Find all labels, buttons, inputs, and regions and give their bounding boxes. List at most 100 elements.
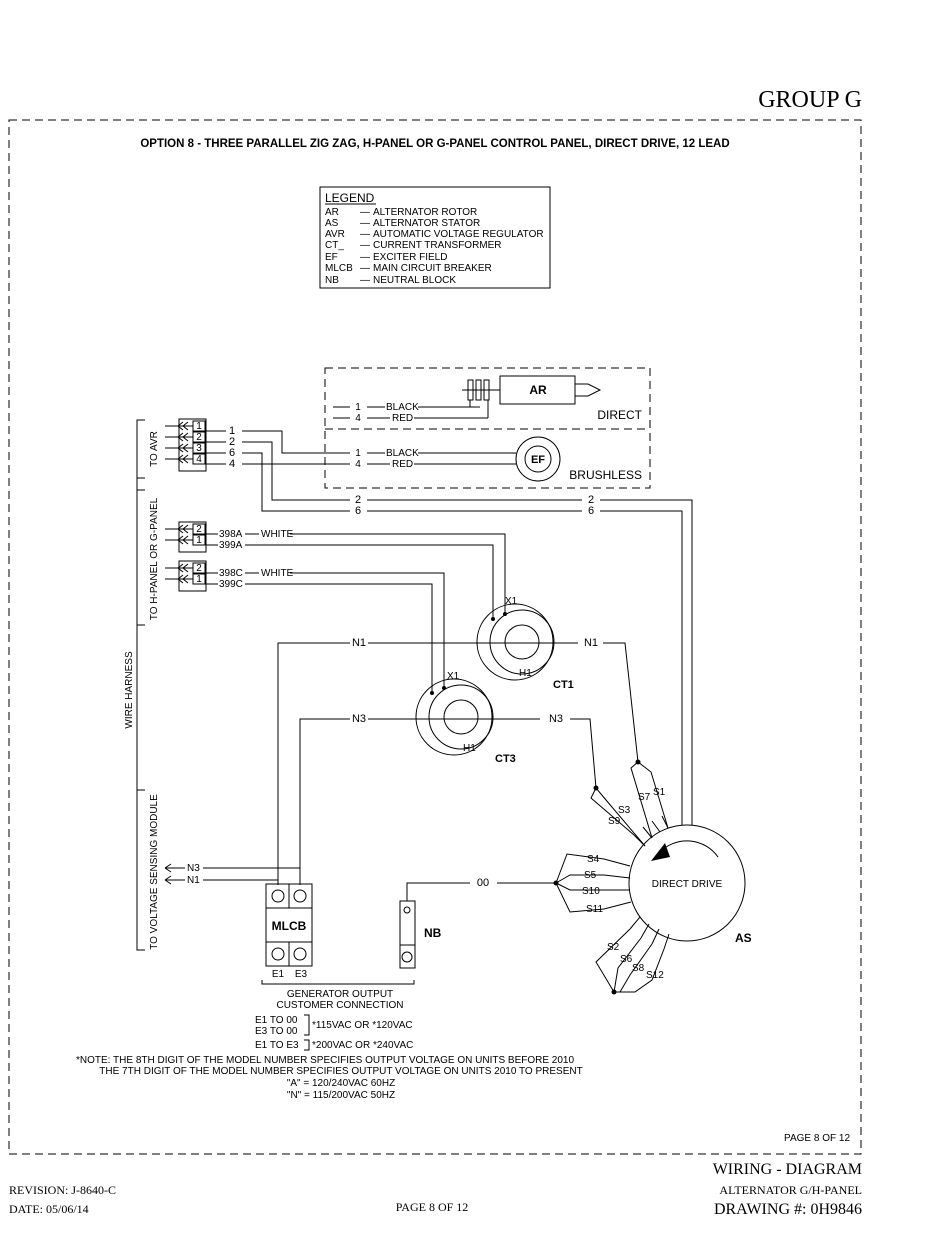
svg-text:4: 4: [355, 413, 361, 424]
svg-text:S11: S11: [586, 904, 603, 915]
svg-text:AUTOMATIC VOLTAGE REGULATOR: AUTOMATIC VOLTAGE REGULATOR: [373, 229, 544, 240]
svg-text:2: 2: [196, 563, 202, 574]
svg-text:MLCB: MLCB: [272, 919, 307, 933]
svg-text:CUSTOMER CONNECTION: CUSTOMER CONNECTION: [276, 1000, 403, 1011]
vsm-wires: N3 N1: [164, 863, 301, 886]
svg-text:"A" = 120/240VAC 60HZ: "A" = 120/240VAC 60HZ: [287, 1078, 395, 1089]
svg-text:E1 TO E3: E1 TO E3: [255, 1040, 299, 1051]
svg-text:H1: H1: [463, 743, 476, 754]
svg-text:RED: RED: [392, 459, 413, 470]
svg-text:—: —: [360, 275, 370, 286]
svg-text:ALTERNATOR ROTOR: ALTERNATOR ROTOR: [373, 207, 477, 218]
svg-text:ALTERNATOR STATOR: ALTERNATOR STATOR: [373, 218, 480, 229]
diagram-title: OPTION 8 - THREE PARALLEL ZIG ZAG, H-PAN…: [140, 138, 729, 150]
exciter-field: EF: [515, 436, 561, 482]
svg-text:N1: N1: [352, 637, 366, 649]
svg-text:CURRENT TRANSFORMER: CURRENT TRANSFORMER: [373, 240, 502, 251]
svg-text:S9: S9: [608, 816, 621, 827]
svg-text:TO VOLTAGE SENSING MODULE: TO VOLTAGE SENSING MODULE: [149, 794, 160, 950]
svg-text:2: 2: [196, 524, 202, 535]
svg-text:EXCITER FIELD: EXCITER FIELD: [373, 252, 447, 263]
ct-secondary-wires: 398A WHITE 399A 398C WHITE 399C: [206, 529, 506, 691]
svg-text:N3: N3: [187, 863, 200, 874]
neutral-phase-wires: N1 N1 N3 N3: [277, 637, 639, 885]
svg-text:—: —: [360, 240, 370, 251]
svg-text:NEUTRAL BLOCK: NEUTRAL BLOCK: [373, 275, 456, 286]
svg-text:S8: S8: [632, 963, 645, 974]
svg-text:CT3: CT3: [495, 753, 516, 765]
svg-text:N1: N1: [187, 875, 200, 886]
svg-text:MAIN CIRCUIT BREAKER: MAIN CIRCUIT BREAKER: [373, 263, 492, 274]
svg-text:—: —: [360, 263, 370, 274]
svg-text:—: —: [360, 218, 370, 229]
svg-text:E1 TO 00: E1 TO 00: [255, 1015, 298, 1026]
svg-text:1: 1: [196, 574, 202, 585]
svg-text:*115VAC OR *120VAC: *115VAC OR *120VAC: [312, 1020, 413, 1031]
svg-text:EF: EF: [325, 252, 338, 263]
svg-text:N1: N1: [584, 637, 598, 649]
svg-text:"N" = 115/200VAC 50HZ: "N" = 115/200VAC 50HZ: [287, 1090, 395, 1101]
svg-text:BLACK: BLACK: [386, 448, 419, 459]
svg-text:AVR: AVR: [325, 229, 345, 240]
svg-text:S5: S5: [584, 870, 597, 881]
svg-text:WHITE: WHITE: [261, 529, 294, 540]
svg-text:*NOTE: THE 8TH DIGIT OF THE M: *NOTE: THE 8TH DIGIT OF THE MODEL NUMBER…: [76, 1055, 574, 1066]
svg-text:CT1: CT1: [553, 679, 574, 691]
svg-text:4: 4: [355, 459, 361, 470]
alternator-rotor: AR: [462, 375, 602, 405]
svg-text:AR: AR: [529, 383, 547, 397]
svg-text:THE 7TH DIGIT OF THE MODEL NUM: THE 7TH DIGIT OF THE MODEL NUMBER SPECIF…: [99, 1066, 582, 1077]
svg-text:399C: 399C: [219, 579, 243, 590]
svg-text:CT_: CT_: [325, 240, 344, 251]
title-block: WIRING - DIAGRAM REVISION: J-8640-C ALTE…: [9, 1161, 862, 1218]
rotor-exciter-box: DIRECT BRUSHLESS: [324, 367, 651, 489]
svg-text:1: 1: [355, 448, 361, 459]
svg-text:6: 6: [355, 505, 361, 517]
svg-text:LEGEND: LEGEND: [325, 191, 375, 205]
svg-text:DATE: 05/06/14: DATE: 05/06/14: [9, 1202, 89, 1216]
svg-text:WHITE: WHITE: [261, 568, 294, 579]
svg-text:1: 1: [355, 402, 361, 413]
svg-text:S12: S12: [646, 970, 664, 981]
group-label: GROUP G: [758, 87, 862, 113]
svg-text:4: 4: [196, 454, 202, 465]
svg-text:ALTERNATOR G/H-PANEL: ALTERNATOR G/H-PANEL: [719, 1183, 862, 1197]
svg-text:N3: N3: [352, 713, 366, 725]
diagram-frame: [8, 119, 862, 1155]
svg-text:S4: S4: [587, 854, 600, 865]
svg-text:S3: S3: [618, 805, 631, 816]
svg-text:S2: S2: [607, 942, 620, 953]
svg-text:H1: H1: [519, 668, 532, 679]
svg-text:EF: EF: [531, 454, 545, 466]
svg-text:N3: N3: [549, 713, 563, 725]
svg-text:WIRE HARNESS: WIRE HARNESS: [124, 651, 135, 729]
svg-text:RED: RED: [392, 413, 413, 424]
svg-text:MLCB: MLCB: [325, 263, 353, 274]
svg-text:AS: AS: [325, 218, 339, 229]
main-circuit-breaker: MLCB E1 E3: [261, 883, 415, 985]
svg-text:4: 4: [229, 458, 235, 470]
svg-text:X1: X1: [447, 671, 460, 682]
svg-text:WIRING - DIAGRAM: WIRING - DIAGRAM: [713, 1161, 862, 1178]
ct3-transformer: X1 H1 CT3: [415, 671, 516, 765]
svg-text:BRUSHLESS: BRUSHLESS: [569, 468, 642, 482]
svg-text:—: —: [360, 229, 370, 240]
svg-text:1: 1: [229, 425, 235, 437]
svg-text:PAGE 8 OF 12: PAGE 8 OF 12: [396, 1200, 469, 1214]
panel-connector-c: 2 1: [165, 560, 207, 592]
svg-text:3: 3: [196, 443, 202, 454]
svg-text:E3: E3: [295, 969, 308, 980]
voltage-note: *NOTE: THE 8TH DIGIT OF THE MODEL NUMBER…: [76, 1055, 583, 1101]
panel-connector-a: 2 1: [165, 521, 207, 553]
svg-text:2: 2: [196, 432, 202, 443]
svg-text:2: 2: [355, 494, 361, 506]
customer-connection: GENERATOR OUTPUT CUSTOMER CONNECTION E1 …: [255, 989, 413, 1051]
svg-text:S7: S7: [638, 792, 651, 803]
legend: LEGEND AR — ALTERNATOR ROTOR AS — ALTERN…: [319, 186, 551, 289]
svg-text:BLACK: BLACK: [386, 402, 419, 413]
svg-text:S1: S1: [653, 787, 666, 798]
svg-text:AR: AR: [325, 207, 339, 218]
svg-text:2: 2: [229, 436, 235, 448]
wire-harness-bracket: TO AVR TO H-PANEL OR G-PANEL WIRE HARNES…: [124, 419, 160, 951]
